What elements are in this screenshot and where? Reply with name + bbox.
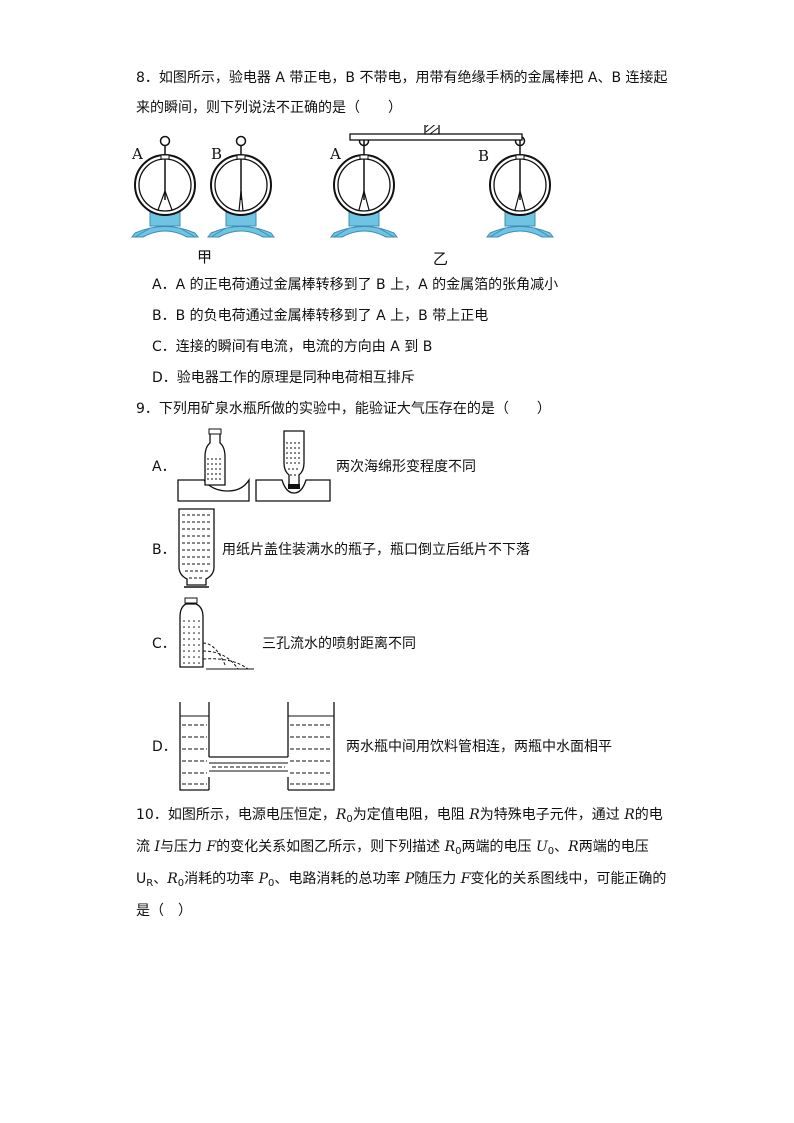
q10-line2: 流 I与压力 F的变化关系如图乙所示，则下列描述 R0两端的电压 U0、R两端的… xyxy=(136,839,649,857)
sponge-bottles-figure xyxy=(176,425,332,503)
label-b-jia: B xyxy=(211,145,223,163)
q10-line1: 10．如图所示，电源电压恒定，R0为定值电阻，电阻 R为特殊电子元件，通过 R的… xyxy=(136,807,663,825)
q9-option-a-letter: A． xyxy=(152,459,176,475)
caption-yi: 乙 xyxy=(433,250,449,268)
connected-bottles-figure xyxy=(176,700,338,792)
q9-option-d-text: 两水瓶中间用饮料管相连，两瓶中水面相平 xyxy=(346,739,612,755)
q10-line3: UR、R0消耗的功率 P0、电路消耗的总功率 P随压力 F变化的关系图线中，可能… xyxy=(136,871,667,889)
label-a-yi: A xyxy=(330,145,341,163)
q9-option-d-letter: D． xyxy=(152,739,177,755)
q9-option-c-text: 三孔流水的喷射距离不同 xyxy=(262,636,416,652)
q8-option-a: A．A 的正电荷通过金属棒转移到了 B 上，A 的金属箔的张角减小 xyxy=(152,277,559,293)
q10-line4: 是（ ） xyxy=(136,903,192,919)
inverted-bottle-figure xyxy=(176,507,218,591)
q8-option-c: C．连接的瞬间有电流，电流的方向由 A 到 B xyxy=(152,339,433,355)
electroscope-diagram xyxy=(131,116,554,238)
q9-option-b-letter: B． xyxy=(152,542,176,558)
q8-stem-line1: 8．如图所示，验电器 A 带正电，B 不带电，用带有绝缘手柄的金属棒把 A、B … xyxy=(136,70,668,86)
q9-stem: 9．下列用矿泉水瓶所做的实验中，能验证大气压存在的是（ ） xyxy=(136,401,551,417)
q8-stem-line2: 来的瞬间，则下列说法不正确的是（ ） xyxy=(136,100,402,116)
q9-option-a-text: 两次海绵形变程度不同 xyxy=(336,459,476,475)
label-a-jia: A xyxy=(132,145,143,163)
label-b-yi: B xyxy=(478,147,490,165)
q8-option-d: D．验电器工作的原理是同种电荷相互排斥 xyxy=(152,370,415,386)
three-hole-bottle-figure xyxy=(176,597,254,673)
electroscope-figure: A B A B 甲 乙 xyxy=(128,116,568,270)
q8-option-b: B．B 的负电荷通过金属棒转移到了 A 上，B 带上正电 xyxy=(152,308,489,324)
caption-jia: 甲 xyxy=(197,248,213,266)
q9-option-c-letter: C． xyxy=(152,636,176,652)
q9-option-b-text: 用纸片盖住装满水的瓶子，瓶口倒立后纸片不下落 xyxy=(222,542,530,558)
